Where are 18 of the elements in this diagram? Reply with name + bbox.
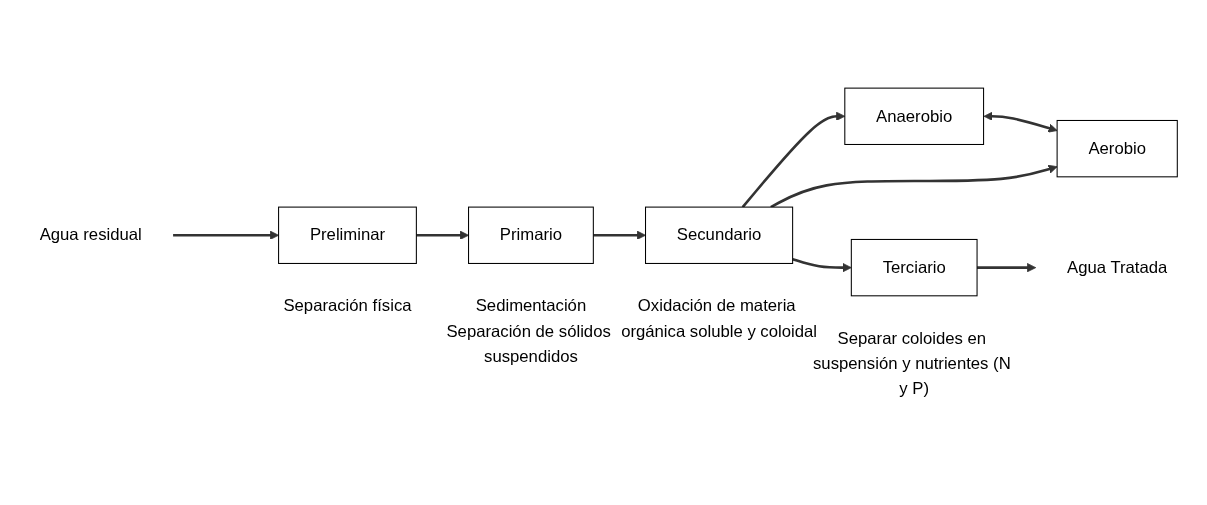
arrow — [173, 230, 279, 240]
node-box: Aerobio — [1056, 119, 1178, 178]
node-label: Separación física — [283, 296, 412, 315]
node-box: Secundario — [645, 206, 794, 264]
node-box: Terciario — [850, 238, 978, 297]
node-text: Agua Tratada — [1067, 258, 1168, 276]
node-box: Primario — [468, 206, 594, 264]
node-box: Preliminar — [278, 206, 417, 264]
node-label: Separación de sólidos suspendidos — [446, 321, 611, 365]
arrow — [977, 263, 1037, 273]
node-box: Anaerobio — [844, 87, 985, 145]
arrow — [416, 230, 469, 240]
arrow — [983, 111, 1058, 133]
arrow — [792, 257, 852, 273]
arrow — [770, 164, 1058, 209]
node-label: Sedimentación — [475, 296, 587, 315]
node-text: Agua residual — [39, 225, 142, 244]
arrow — [593, 230, 646, 240]
